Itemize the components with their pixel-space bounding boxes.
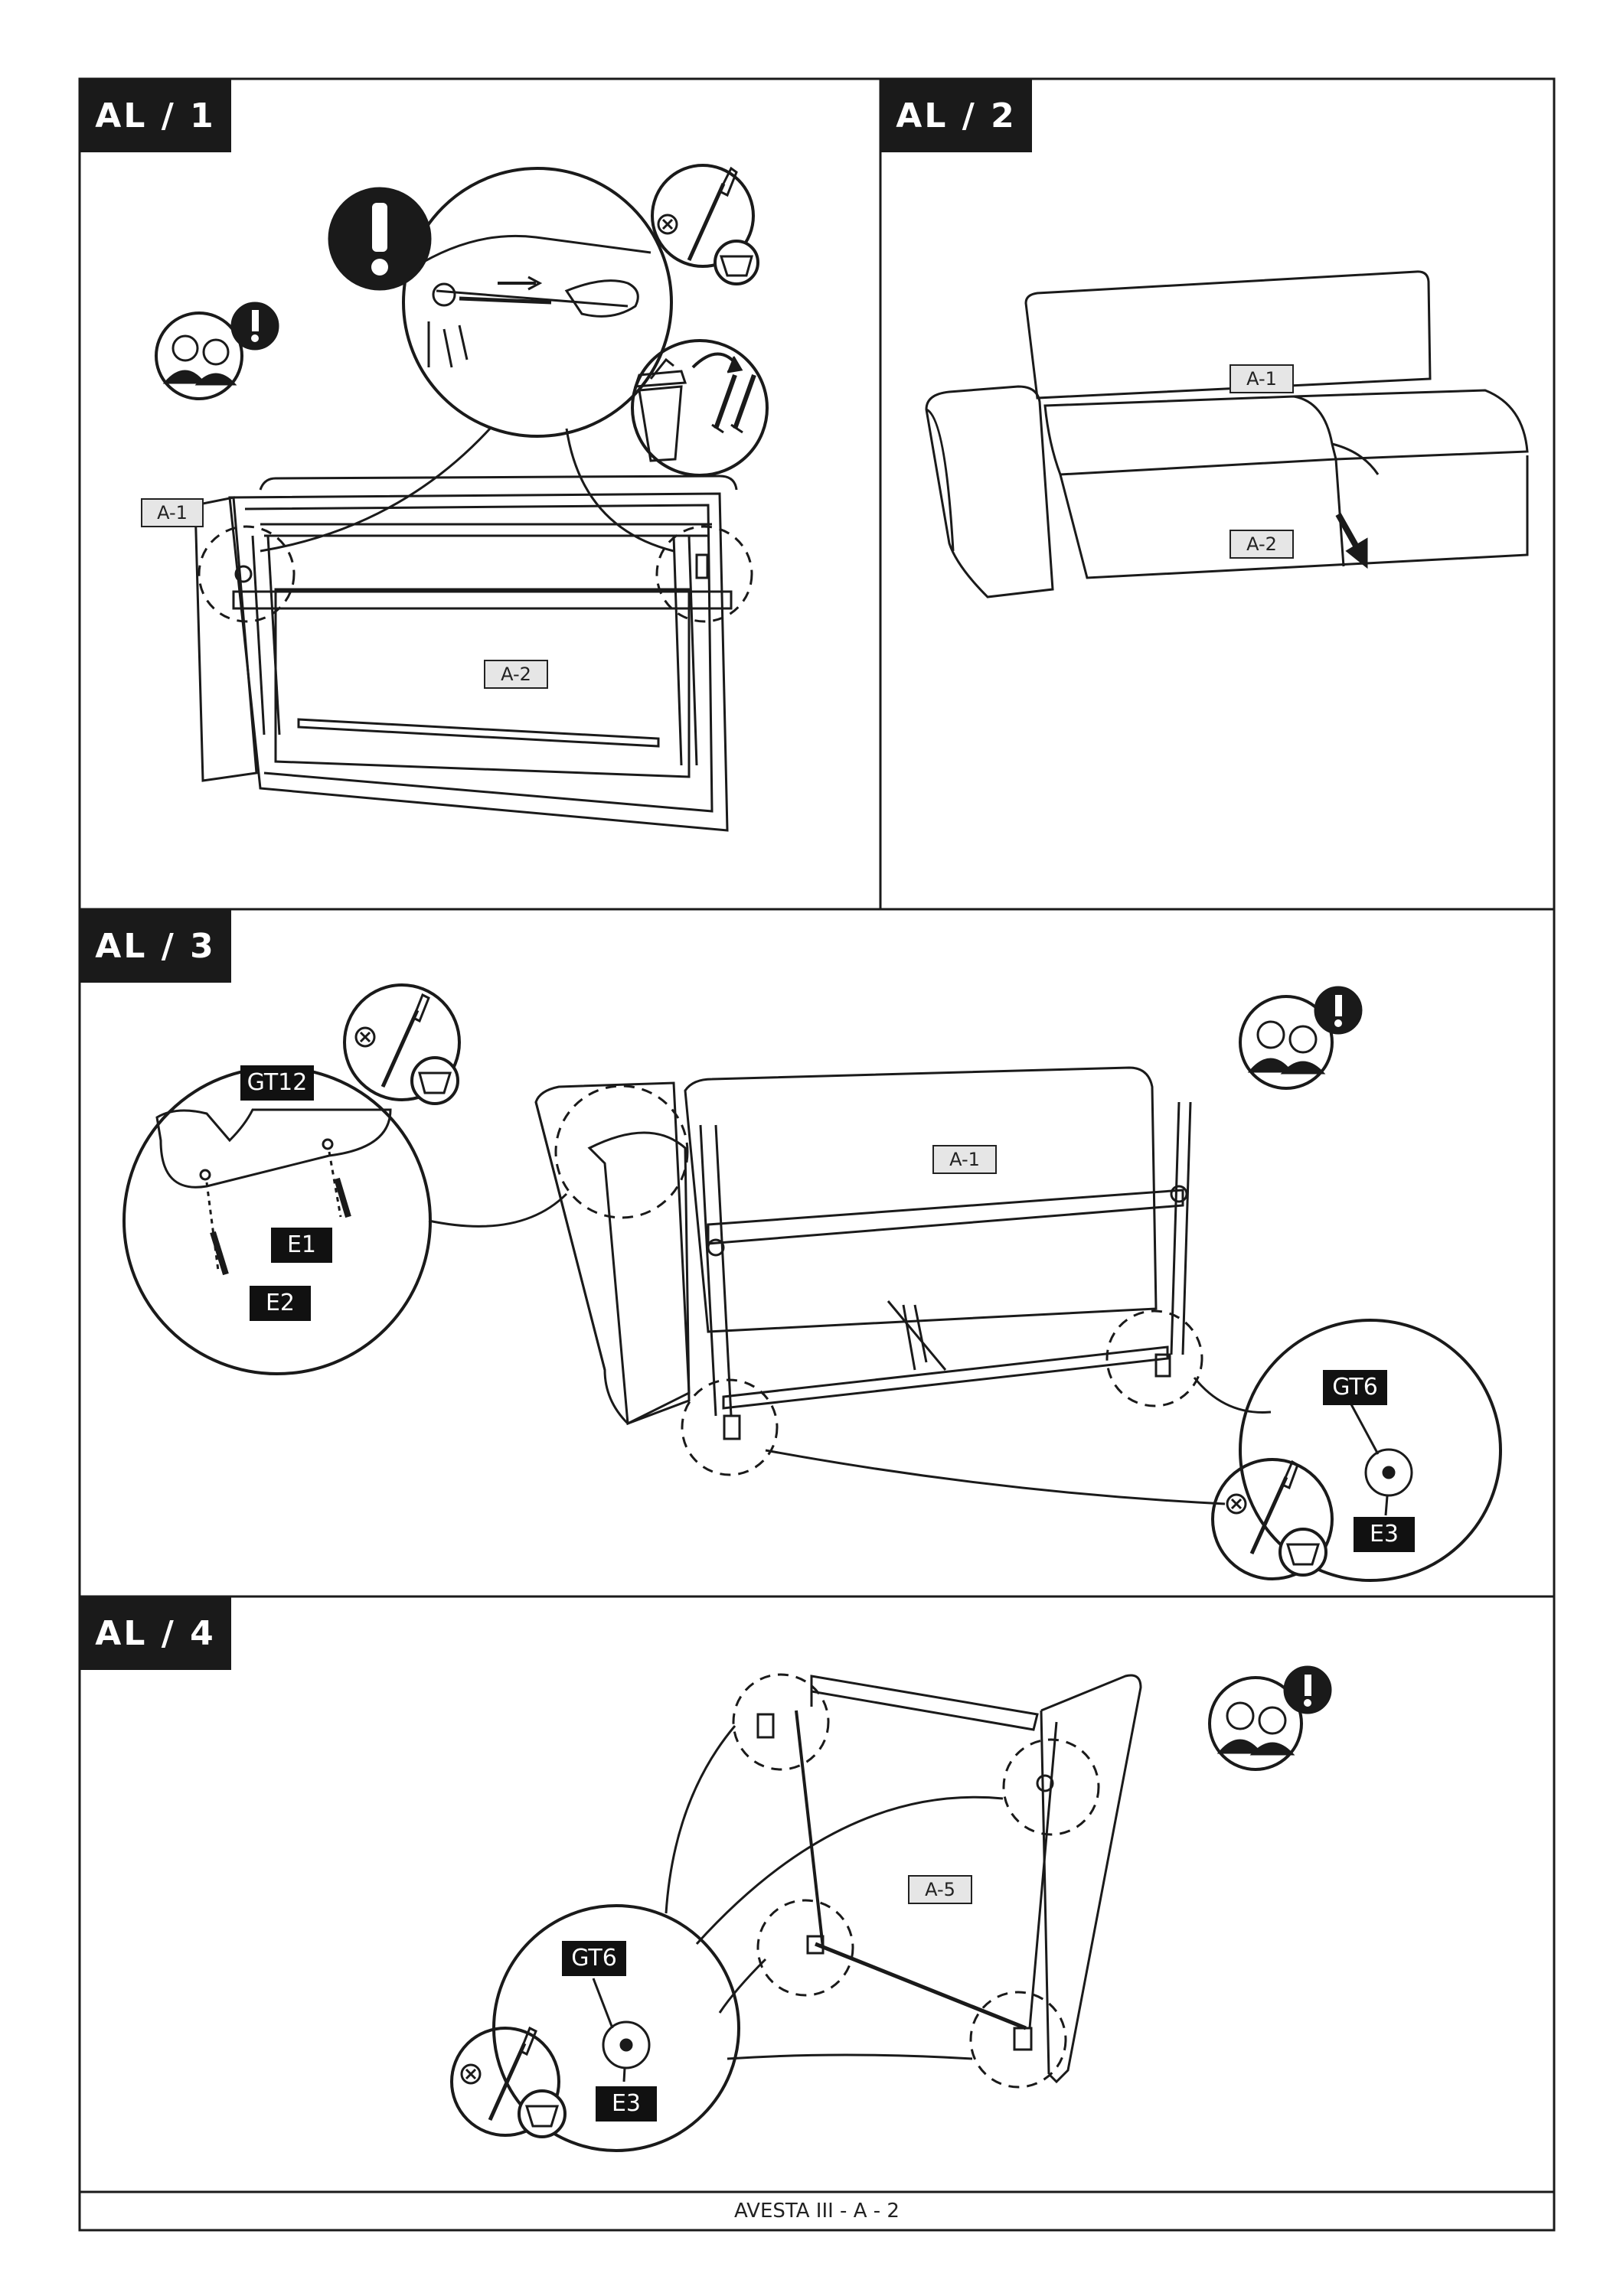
al4-sofa-frame	[665, 1673, 1142, 2089]
label-e3: E3	[596, 2086, 657, 2122]
al3-gt6-zoom	[1239, 1319, 1502, 1582]
screwdriver-icon	[450, 2026, 567, 2138]
al3-gt12-zoom	[122, 1066, 432, 1375]
al1-sofa-frame	[194, 427, 753, 832]
label-gt12: GT12	[240, 1065, 314, 1101]
label-a1: A-1	[932, 1145, 997, 1174]
screws-icon	[711, 373, 756, 434]
panel-grid	[78, 77, 1556, 2232]
label-a2: A-2	[484, 660, 548, 689]
al3-sofa-frame	[428, 1066, 1272, 1505]
screwdriver-icon	[1211, 1458, 1334, 1580]
label-e3: E3	[1354, 1517, 1415, 1552]
al2-sofa	[925, 270, 1529, 598]
panel-title-al1: AL / 1	[80, 79, 231, 152]
two-people-icon	[1239, 986, 1363, 1090]
trash-bin-icon	[631, 339, 769, 477]
label-a1: A-1	[1229, 364, 1294, 393]
label-a2: A-2	[1229, 530, 1294, 559]
screwdriver-icon	[651, 164, 759, 285]
label-a1: A-1	[141, 498, 204, 527]
al1-detail-zoom	[402, 167, 673, 438]
screwdriver-icon	[343, 983, 461, 1105]
panel-title-al4: AL / 4	[80, 1596, 231, 1670]
panel-title-al3: AL / 3	[80, 909, 231, 983]
label-e2: E2	[250, 1286, 311, 1321]
warning-exclamation-icon	[328, 187, 432, 291]
label-e1: E1	[271, 1228, 332, 1263]
label-gt6: GT6	[562, 1941, 626, 1976]
two-people-icon	[1208, 1665, 1332, 1771]
al2-pull-arrow	[1335, 513, 1368, 569]
document-footer: AVESTA III - A - 2	[734, 2200, 900, 2223]
panel-title-al2: AL / 2	[880, 79, 1032, 152]
label-a5: A-5	[908, 1875, 972, 1904]
two-people-icon	[155, 302, 279, 400]
label-gt6: GT6	[1323, 1370, 1387, 1405]
